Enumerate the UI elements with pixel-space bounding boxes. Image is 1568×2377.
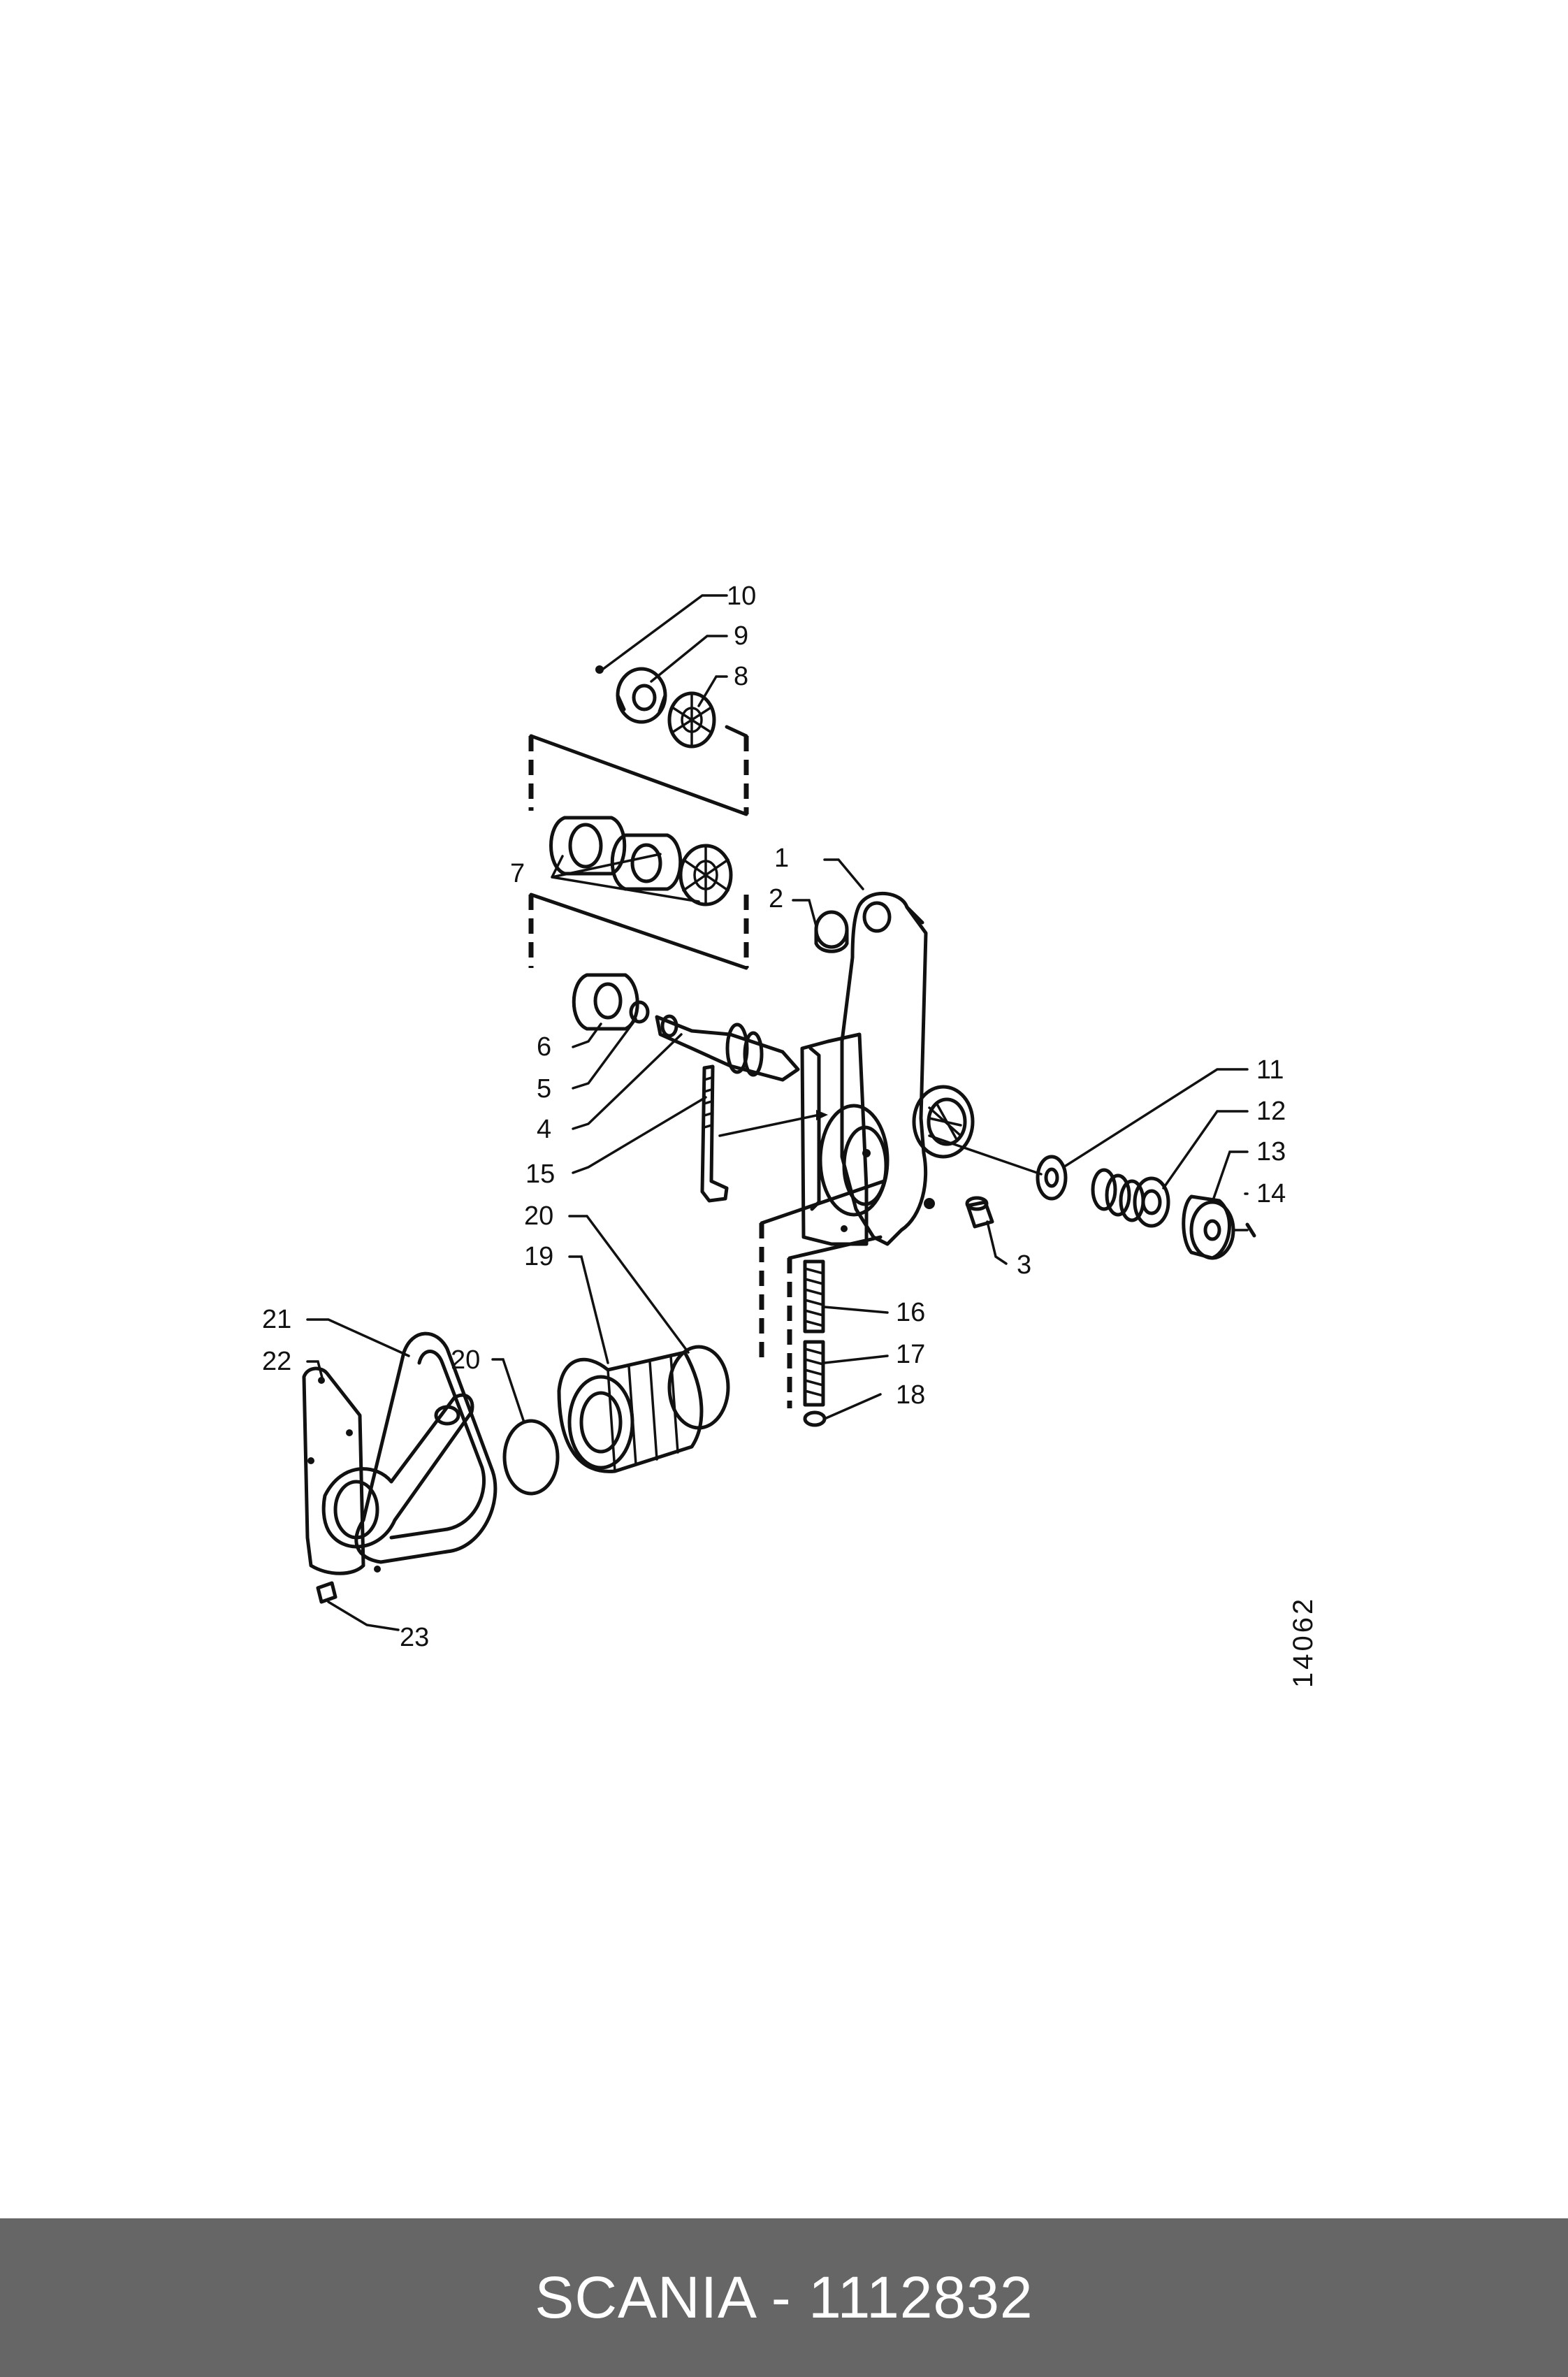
callout-label: 4	[537, 1115, 551, 1144]
callout-label: 1	[774, 844, 789, 873]
cover-plate-group	[302, 1331, 498, 1604]
upper-bearing-group	[595, 665, 716, 749]
callout-label: 5	[537, 1074, 551, 1104]
rack-group	[700, 1064, 828, 1203]
callout-label: 9	[734, 621, 748, 651]
callout-label: 13	[1256, 1137, 1286, 1166]
callout-labels: 10 9 8 7 1 2 6 5 4 15 11 12 13 14 3 16 1…	[262, 581, 1319, 1688]
callout-label: 20	[524, 1201, 553, 1231]
callout-label: 23	[400, 1623, 429, 1652]
callout-label: 17	[896, 1340, 925, 1369]
part-caption: SCANIA - 1112832	[535, 2264, 1033, 2330]
callout-label: 15	[525, 1159, 555, 1189]
caption-bar: SCANIA - 1112832	[0, 2218, 1568, 2377]
drawing-id: 14062	[1288, 1596, 1319, 1688]
callout-label: 2	[769, 884, 783, 913]
callout-label: 12	[1256, 1097, 1286, 1126]
slack-adjuster-body	[800, 892, 975, 1246]
callout-label: 18	[896, 1380, 925, 1410]
worm-shaft-group	[572, 973, 800, 1082]
callout-label: 10	[727, 581, 756, 611]
callout-label: 14	[1256, 1179, 1286, 1208]
leader-lines	[306, 594, 1249, 1631]
callout-label: 3	[1017, 1250, 1031, 1280]
callout-label: 21	[262, 1305, 291, 1334]
callout-label: 6	[537, 1032, 551, 1062]
callout-label: 8	[734, 662, 748, 691]
right-adjuster-stack	[928, 1134, 1256, 1260]
callout-label: 22	[262, 1347, 291, 1376]
callout-label: 11	[1256, 1055, 1284, 1085]
callout-label: 20	[451, 1345, 480, 1375]
worm-wheel-group	[502, 1345, 730, 1496]
middle-stack-group	[549, 816, 733, 906]
spring-group	[803, 1259, 827, 1427]
callout-label: 16	[896, 1298, 925, 1327]
exploded-parts-diagram: 10 9 8 7 1 2 6 5 4 15 11 12 13 14 3 16 1…	[262, 581, 1319, 1688]
callout-label: 19	[524, 1242, 553, 1271]
plug-group	[924, 1196, 994, 1229]
callout-label: 7	[510, 859, 525, 888]
